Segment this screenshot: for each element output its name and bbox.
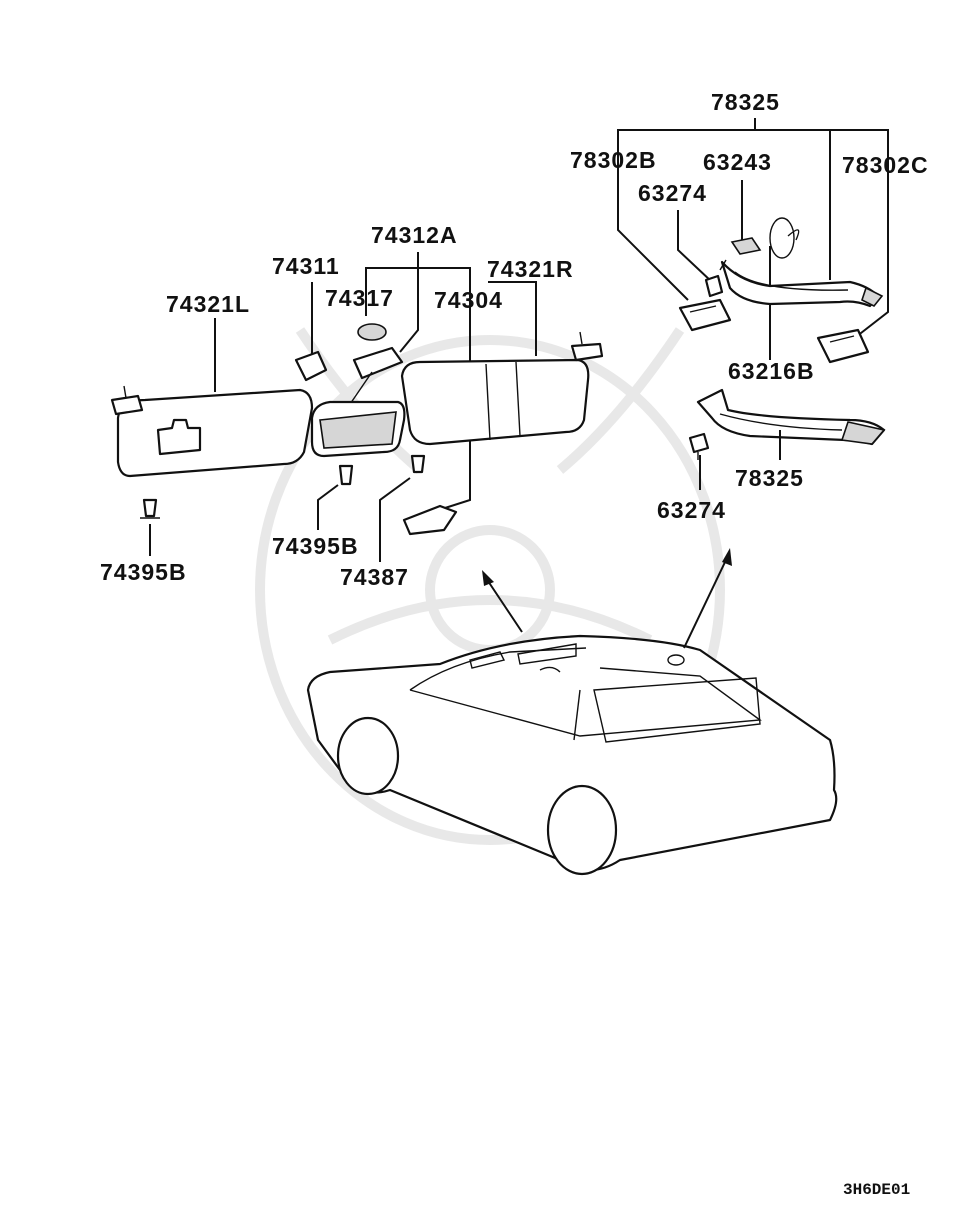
label-74321L: 74321L [166, 291, 250, 317]
screw-63274-upper-icon [704, 259, 727, 298]
clip-63243-icon [730, 237, 762, 255]
grab-handle-group [617, 118, 889, 490]
visor-holder-74304 [402, 504, 458, 536]
assist-grip-upper [720, 260, 884, 308]
label-74321R: 74321R [487, 256, 574, 282]
label-78325-bottom: 78325 [735, 465, 804, 491]
arrow-to-handles-icon [683, 548, 732, 649]
label-63274-top: 63274 [638, 180, 707, 206]
sun-visor-group [110, 252, 604, 562]
label-63243: 63243 [703, 149, 772, 175]
label-63274-bottom: 63274 [657, 497, 726, 523]
screw-74395B-middle-icon [338, 464, 354, 486]
screw-74387-icon [410, 454, 426, 474]
car-outline [306, 634, 838, 876]
label-74317: 74317 [325, 285, 394, 311]
label-78302C: 78302C [842, 152, 929, 178]
diagram-code: 3H6DE01 [843, 1181, 910, 1199]
screw-63274-lower-icon [688, 432, 710, 460]
assist-grip-lower [696, 388, 886, 446]
label-74311: 74311 [272, 253, 340, 279]
label-74304: 74304 [434, 287, 503, 313]
label-63216B: 63216B [728, 358, 815, 384]
screw-74395B-left-icon [140, 498, 160, 519]
cap-74317-icon [357, 323, 387, 341]
spring-63216B-icon [769, 217, 800, 259]
sun-visor-right [400, 331, 604, 446]
sun-visor-left [110, 385, 314, 478]
label-78302B: 78302B [570, 147, 657, 173]
label-74312A: 74312A [371, 222, 458, 248]
label-78325-top: 78325 [711, 89, 780, 115]
cover-78302C [816, 328, 870, 364]
arrow-to-visors-icon [482, 570, 523, 633]
label-74395B-middle: 74395B [272, 533, 359, 559]
label-74387: 74387 [340, 564, 409, 590]
cover-78302B [678, 298, 732, 332]
visor-holder-74311 [294, 350, 328, 382]
rear-view-mirror [310, 346, 406, 458]
label-74395B-left: 74395B [100, 559, 187, 585]
